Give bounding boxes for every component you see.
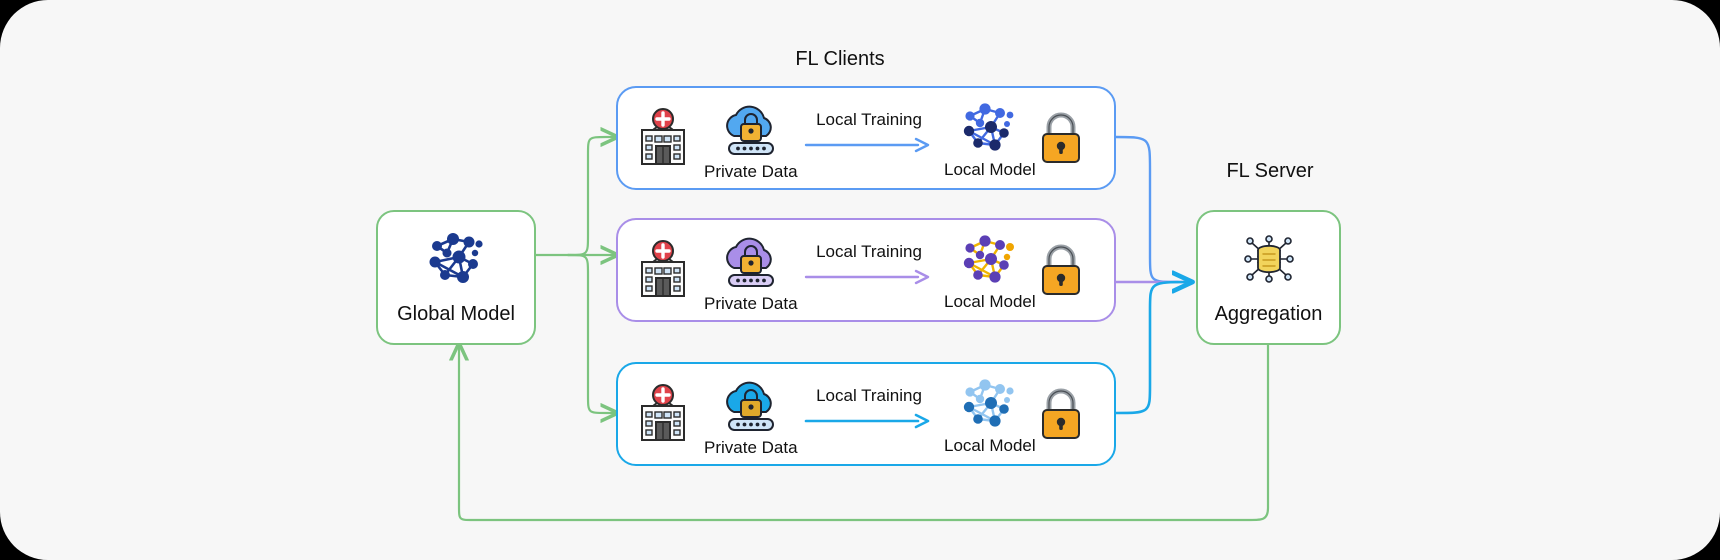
client-3-local-model-label: Local Model xyxy=(944,436,1036,455)
client-1-local-model: Local Model xyxy=(944,100,1036,180)
cloud-lock-icon xyxy=(725,237,774,287)
hospital-icon xyxy=(641,108,685,165)
upload-connector-3 xyxy=(1113,282,1190,415)
client-3-local-model: Local Model xyxy=(944,376,1036,456)
client-3-hospital xyxy=(636,382,690,442)
client-2-lock xyxy=(1036,242,1086,300)
cloud-lock-icon xyxy=(725,381,774,431)
client-1-private-data: Private Data xyxy=(704,102,798,182)
client-row-1[interactable]: Private Data Local Training xyxy=(616,86,1116,190)
fl-server-title: FL Server xyxy=(1226,160,1314,182)
client-3-lock xyxy=(1036,386,1086,444)
client-1-private-data-label: Private Data xyxy=(704,162,798,181)
client-1-local-model-label: Local Model xyxy=(944,160,1036,179)
hospital-icon xyxy=(641,384,685,441)
client-2-private-data-label: Private Data xyxy=(704,294,798,313)
network-graph-icon xyxy=(963,379,1014,427)
distribute-connectors xyxy=(533,137,616,413)
client-3-training-arrow xyxy=(804,413,930,429)
client-1-training-arrow xyxy=(804,137,930,153)
network-graph-icon xyxy=(423,230,489,293)
client-1-hospital xyxy=(636,106,690,166)
fl-clients-title: FL Clients xyxy=(795,48,885,70)
network-graph-icon xyxy=(963,103,1014,151)
client-2-private-data: Private Data xyxy=(704,234,798,314)
network-graph-icon xyxy=(963,235,1014,283)
client-1-training-label: Local Training xyxy=(816,110,922,129)
client-3-private-data: Private Data xyxy=(704,378,798,458)
client-2-local-model: Local Model xyxy=(944,232,1036,312)
upload-connector-1 xyxy=(1113,135,1180,284)
cloud-lock-icon xyxy=(725,105,774,155)
padlock-icon xyxy=(1042,388,1080,439)
feedback-connector xyxy=(459,345,1270,522)
fl-server-box[interactable]: Aggregation xyxy=(1196,210,1341,345)
client-2-hospital xyxy=(636,238,690,298)
global-model-box[interactable]: Global Model xyxy=(376,210,536,345)
padlock-icon xyxy=(1042,112,1080,163)
hospital-icon xyxy=(641,240,685,297)
client-2-local-model-label: Local Model xyxy=(944,292,1036,311)
client-row-2[interactable]: Private Data Local Training xyxy=(616,218,1116,322)
database-aggregation-icon xyxy=(1238,230,1300,293)
client-row-3[interactable]: Private Data Local Training xyxy=(616,362,1116,466)
client-2-training-arrow xyxy=(804,269,930,285)
client-1-lock xyxy=(1036,110,1086,168)
fl-server-label: Aggregation xyxy=(1214,302,1323,325)
padlock-icon xyxy=(1042,244,1080,295)
global-model-label: Global Model xyxy=(397,302,515,325)
client-2-training-label: Local Training xyxy=(816,242,922,261)
client-3-training-label: Local Training xyxy=(816,386,922,405)
client-3-private-data-label: Private Data xyxy=(704,438,798,457)
